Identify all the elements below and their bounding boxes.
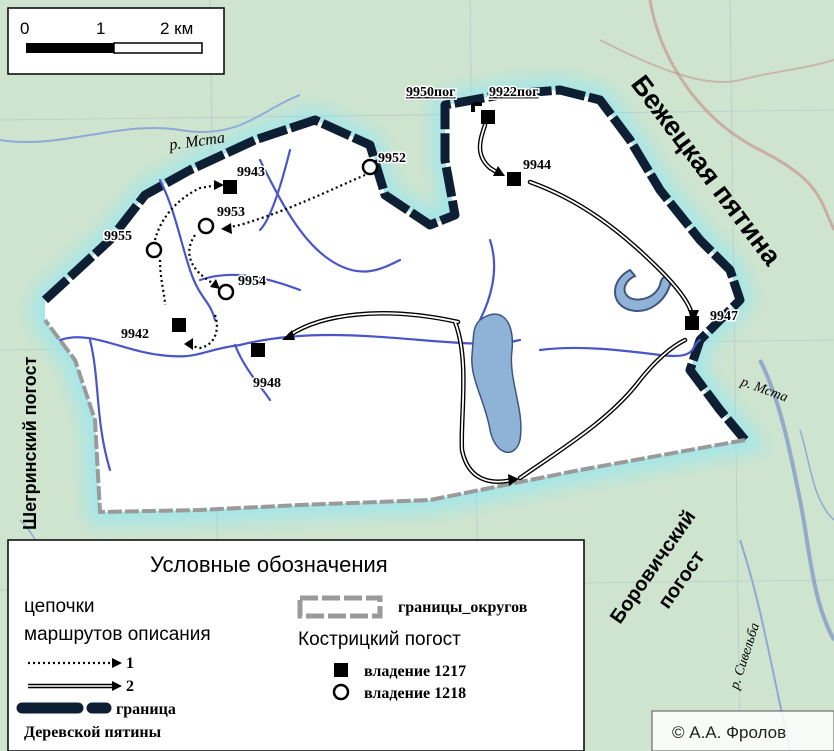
square-marker-9944 bbox=[507, 172, 521, 186]
scale-bar-black bbox=[26, 43, 114, 53]
legend-pogost: Кострицкий погост bbox=[298, 629, 461, 650]
scale-tick-1: 1 bbox=[96, 19, 105, 38]
ownership-1217-markers bbox=[172, 110, 699, 357]
legend-title: Условные обозначения bbox=[150, 552, 388, 577]
route-1-chains bbox=[153, 173, 366, 350]
label-9947: 9947 bbox=[710, 309, 738, 324]
scale-bar-white bbox=[113, 42, 203, 54]
label-9944: 9944 bbox=[523, 158, 551, 173]
legend-district-border bbox=[297, 595, 383, 619]
legend-box bbox=[7, 539, 585, 751]
pogost-area bbox=[45, 90, 745, 512]
label-shegrinsky-pogost: Шегринский погост bbox=[20, 356, 40, 530]
square-marker-9947 bbox=[685, 316, 699, 330]
route-2-arrowheads bbox=[282, 166, 699, 486]
label-9953: 9953 bbox=[217, 205, 245, 220]
scale-tick-2: 2 км bbox=[160, 19, 193, 38]
copyright-text: © А.А. Фролов bbox=[672, 723, 786, 742]
legend-route-2-label: 2 bbox=[126, 678, 134, 695]
legend-chains-line2: маршрутов описания bbox=[24, 624, 211, 645]
label-9955: 9955 bbox=[104, 229, 132, 244]
circle-marker-9952 bbox=[361, 158, 379, 176]
label-9950pog: 9950пог bbox=[406, 85, 455, 100]
route-1-arrowheads bbox=[184, 180, 232, 350]
ownership-1218-markers bbox=[145, 158, 379, 301]
label-9952: 9952 bbox=[378, 151, 406, 166]
legend-border-line2: Деревской пятины bbox=[24, 724, 162, 741]
label-9942: 9942 bbox=[121, 327, 149, 342]
legend-circle-symbol bbox=[332, 683, 350, 701]
legend-chains-line1: цепочки bbox=[24, 596, 95, 617]
point-labels: 9943 9952 9953 9955 9954 9942 9948 9944 … bbox=[103, 84, 740, 393]
circle-marker-9955 bbox=[145, 241, 163, 259]
legend-ownership-1217: владение 1217 bbox=[364, 663, 466, 680]
legend-ownership-1218: владение 1218 bbox=[364, 685, 466, 702]
copyright-box bbox=[651, 710, 834, 751]
scale-tick-0: 0 bbox=[20, 19, 29, 38]
pogost-corner-9950 bbox=[471, 102, 482, 112]
square-marker-9943 bbox=[223, 180, 237, 194]
circle-marker-9953 bbox=[197, 217, 215, 235]
label-9948: 9948 bbox=[253, 376, 281, 391]
scale-box bbox=[7, 7, 225, 75]
square-marker-9922 bbox=[481, 110, 495, 124]
label-9954: 9954 bbox=[238, 274, 266, 289]
legend-district-borders: границы_округов bbox=[398, 599, 528, 616]
circle-marker-9954 bbox=[217, 283, 235, 301]
legend-route-1-label: 1 bbox=[126, 655, 134, 672]
pyatina-border bbox=[41, 85, 749, 443]
label-9943: 9943 bbox=[237, 165, 265, 180]
square-marker-9948 bbox=[251, 343, 265, 357]
legend-border-line1: граница bbox=[116, 701, 176, 718]
label-9922pog: 9922пог bbox=[489, 85, 538, 100]
district-border bbox=[43, 318, 746, 515]
square-marker-9942 bbox=[172, 318, 186, 332]
lake bbox=[471, 313, 522, 454]
legend-square-symbol bbox=[334, 663, 348, 677]
